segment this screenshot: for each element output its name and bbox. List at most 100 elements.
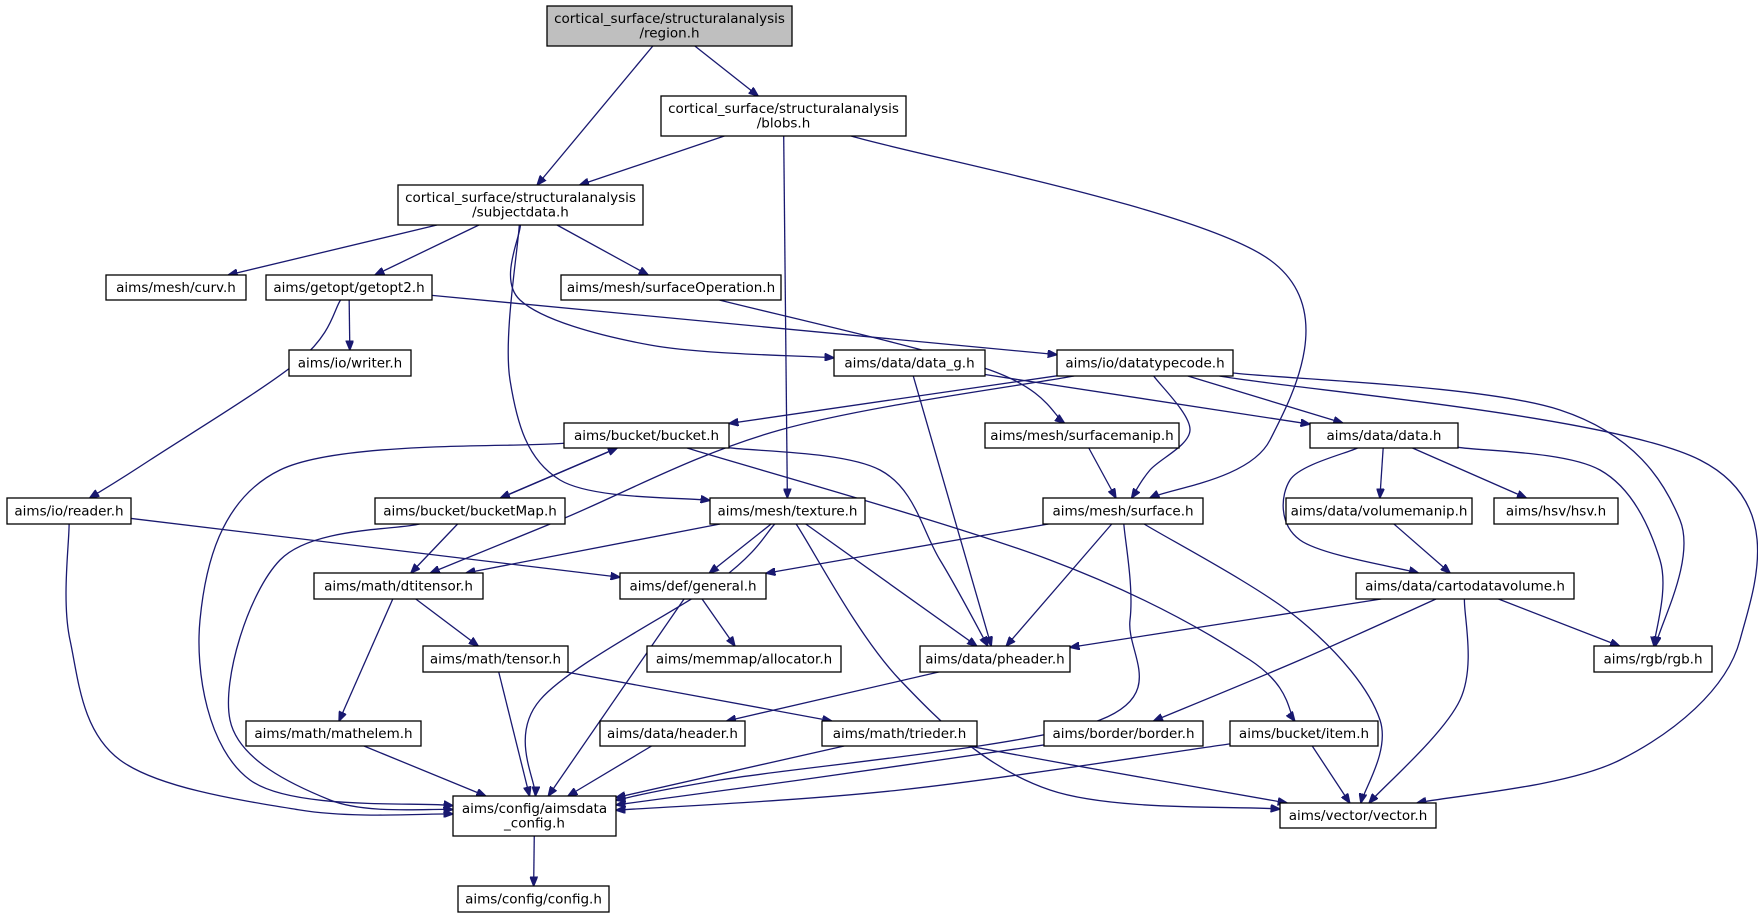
node-box-writer[interactable] [288, 349, 412, 377]
node-reader[interactable]: aims/io/reader.h [6, 497, 132, 525]
node-bucketMap[interactable]: aims/bucket/bucketMap.h [374, 497, 566, 525]
node-getopt2[interactable]: aims/getopt/getopt2.h [265, 274, 433, 301]
node-region[interactable]: cortical_surface/structuralanalysis/regi… [546, 5, 793, 47]
node-box-curv[interactable] [105, 274, 247, 301]
node-box-tensor[interactable] [422, 645, 569, 673]
node-box-item[interactable] [1229, 720, 1379, 747]
node-label-volumemanip: aims/data/volumemanip.h [1291, 503, 1468, 519]
node-data_g[interactable]: aims/data/data_g.h [833, 349, 986, 377]
node-label-data: aims/data/data.h [1327, 428, 1442, 444]
node-box-border[interactable] [1043, 720, 1204, 747]
node-box-dtitensor[interactable] [313, 572, 484, 600]
node-hsv[interactable]: aims/hsv/hsv.h [1493, 497, 1619, 525]
edge-subjectdata-to-surfaceOperation [556, 224, 648, 275]
node-texture[interactable]: aims/mesh/texture.h [709, 497, 866, 525]
edge-surface-to-vector [1143, 523, 1383, 803]
nodes-layer: cortical_surface/structuralanalysis/regi… [6, 5, 1713, 913]
node-box-aimsdata_config[interactable] [452, 795, 617, 837]
node-aimsdata_config[interactable]: aims/config/aimsdata_config.h [452, 795, 617, 837]
edge-tensor-to-trieder [565, 671, 832, 721]
node-box-vector[interactable] [1279, 802, 1437, 829]
node-box-volumemanip[interactable] [1285, 497, 1473, 525]
node-box-mathelem[interactable] [245, 720, 422, 747]
edge-texture-to-dtitensor [466, 523, 721, 573]
node-box-hsv[interactable] [1493, 497, 1619, 525]
node-box-data[interactable] [1309, 422, 1459, 449]
node-surfaceOperation[interactable]: aims/mesh/surfaceOperation.h [560, 274, 782, 301]
node-dtitensor[interactable]: aims/math/dtitensor.h [313, 572, 484, 600]
node-writer[interactable]: aims/io/writer.h [288, 349, 412, 377]
edge-bucket-to-pheader [728, 447, 988, 646]
node-box-bucket[interactable] [563, 422, 730, 449]
edge-blobs-to-subjectdata [580, 135, 725, 185]
node-rgb[interactable]: aims/rgb/rgb.h [1593, 645, 1713, 673]
node-header[interactable]: aims/data/header.h [599, 720, 746, 747]
node-label-texture: aims/mesh/texture.h [718, 503, 858, 519]
edge-getopt2-to-writer [349, 299, 350, 350]
edge-cartodatavolume-to-border [1154, 598, 1437, 721]
node-surfacemanip[interactable]: aims/mesh/surfacemanip.h [984, 422, 1180, 449]
node-box-bucketMap[interactable] [374, 497, 566, 525]
edge-bucket-to-item [686, 447, 1295, 721]
edge-subjectdata-to-texture [507, 224, 710, 500]
node-pheader[interactable]: aims/data/pheader.h [919, 645, 1071, 673]
node-box-general[interactable] [619, 572, 767, 600]
edge-pheader-to-header [727, 671, 939, 721]
node-surface[interactable]: aims/mesh/surface.h [1042, 497, 1204, 525]
node-label-trieder: aims/math/trieder.h [833, 726, 967, 742]
node-box-allocator[interactable] [646, 645, 842, 673]
edge-blobs-to-surface [850, 135, 1307, 498]
node-box-header[interactable] [599, 720, 746, 747]
node-box-blobs[interactable] [660, 95, 907, 137]
node-box-reader[interactable] [6, 497, 132, 525]
node-box-rgb[interactable] [1593, 645, 1713, 673]
node-curv[interactable]: aims/mesh/curv.h [105, 274, 247, 301]
edge-data-to-volumemanip [1380, 447, 1383, 498]
node-box-subjectdata[interactable] [397, 184, 644, 226]
node-box-texture[interactable] [709, 497, 866, 525]
node-bucket[interactable]: aims/bucket/bucket.h [563, 422, 730, 449]
node-item[interactable]: aims/bucket/item.h [1229, 720, 1379, 747]
edge-texture-to-general [709, 523, 772, 573]
edge-getopt2-to-reader [90, 299, 342, 498]
node-vector[interactable]: aims/vector/vector.h [1279, 802, 1437, 829]
edge-datatypecode-to-bucket [729, 375, 1058, 424]
node-subjectdata[interactable]: cortical_surface/structuralanalysis/subj… [397, 184, 644, 226]
node-box-surface[interactable] [1042, 497, 1204, 525]
node-volumemanip[interactable]: aims/data/volumemanip.h [1285, 497, 1473, 525]
node-label-data_g: aims/data/data_g.h [844, 355, 974, 371]
node-box-data_g[interactable] [833, 349, 986, 377]
node-label-subjectdata-line2: /subjectdata.h [472, 205, 569, 221]
node-cartodatavolume[interactable]: aims/data/cartodatavolume.h [1355, 572, 1575, 600]
edge-trieder-to-aimsdata_config [616, 745, 845, 798]
node-general[interactable]: aims/def/general.h [619, 572, 767, 600]
node-box-config[interactable] [457, 885, 610, 913]
node-box-getopt2[interactable] [265, 274, 433, 301]
node-label-allocator: aims/memmap/allocator.h [656, 651, 832, 667]
node-allocator[interactable]: aims/memmap/allocator.h [646, 645, 842, 673]
node-label-aimsdata_config-line1: aims/config/aimsdata [462, 801, 607, 817]
node-box-cartodatavolume[interactable] [1355, 572, 1575, 600]
node-box-trieder[interactable] [821, 720, 978, 747]
edge-border-to-aimsdata_config [616, 744, 1045, 805]
node-box-surfacemanip[interactable] [984, 422, 1180, 449]
node-datatypecode[interactable]: aims/io/datatypecode.h [1056, 349, 1234, 377]
node-box-datatypecode[interactable] [1056, 349, 1234, 377]
node-data[interactable]: aims/data/data.h [1309, 422, 1459, 449]
node-box-surfaceOperation[interactable] [560, 274, 782, 301]
node-box-region[interactable] [546, 5, 793, 47]
node-box-pheader[interactable] [919, 645, 1071, 673]
edge-item-to-aimsdata_config [616, 743, 1231, 810]
edge-bucket-to-aimsdata_config [198, 442, 565, 805]
edge-surfacemanip-to-surface [1088, 447, 1116, 498]
node-border[interactable]: aims/border/border.h [1043, 720, 1204, 747]
node-blobs[interactable]: cortical_surface/structuralanalysis/blob… [660, 95, 907, 137]
node-trieder[interactable]: aims/math/trieder.h [821, 720, 978, 747]
node-tensor[interactable]: aims/math/tensor.h [422, 645, 569, 673]
node-label-mathelem: aims/math/mathelem.h [254, 726, 412, 742]
edge-aimsdata_config-to-config [534, 835, 535, 886]
node-config[interactable]: aims/config/config.h [457, 885, 610, 913]
node-label-tensor: aims/math/tensor.h [430, 651, 561, 667]
node-mathelem[interactable]: aims/math/mathelem.h [245, 720, 422, 747]
node-label-blobs-line1: cortical_surface/structuralanalysis [668, 101, 899, 117]
